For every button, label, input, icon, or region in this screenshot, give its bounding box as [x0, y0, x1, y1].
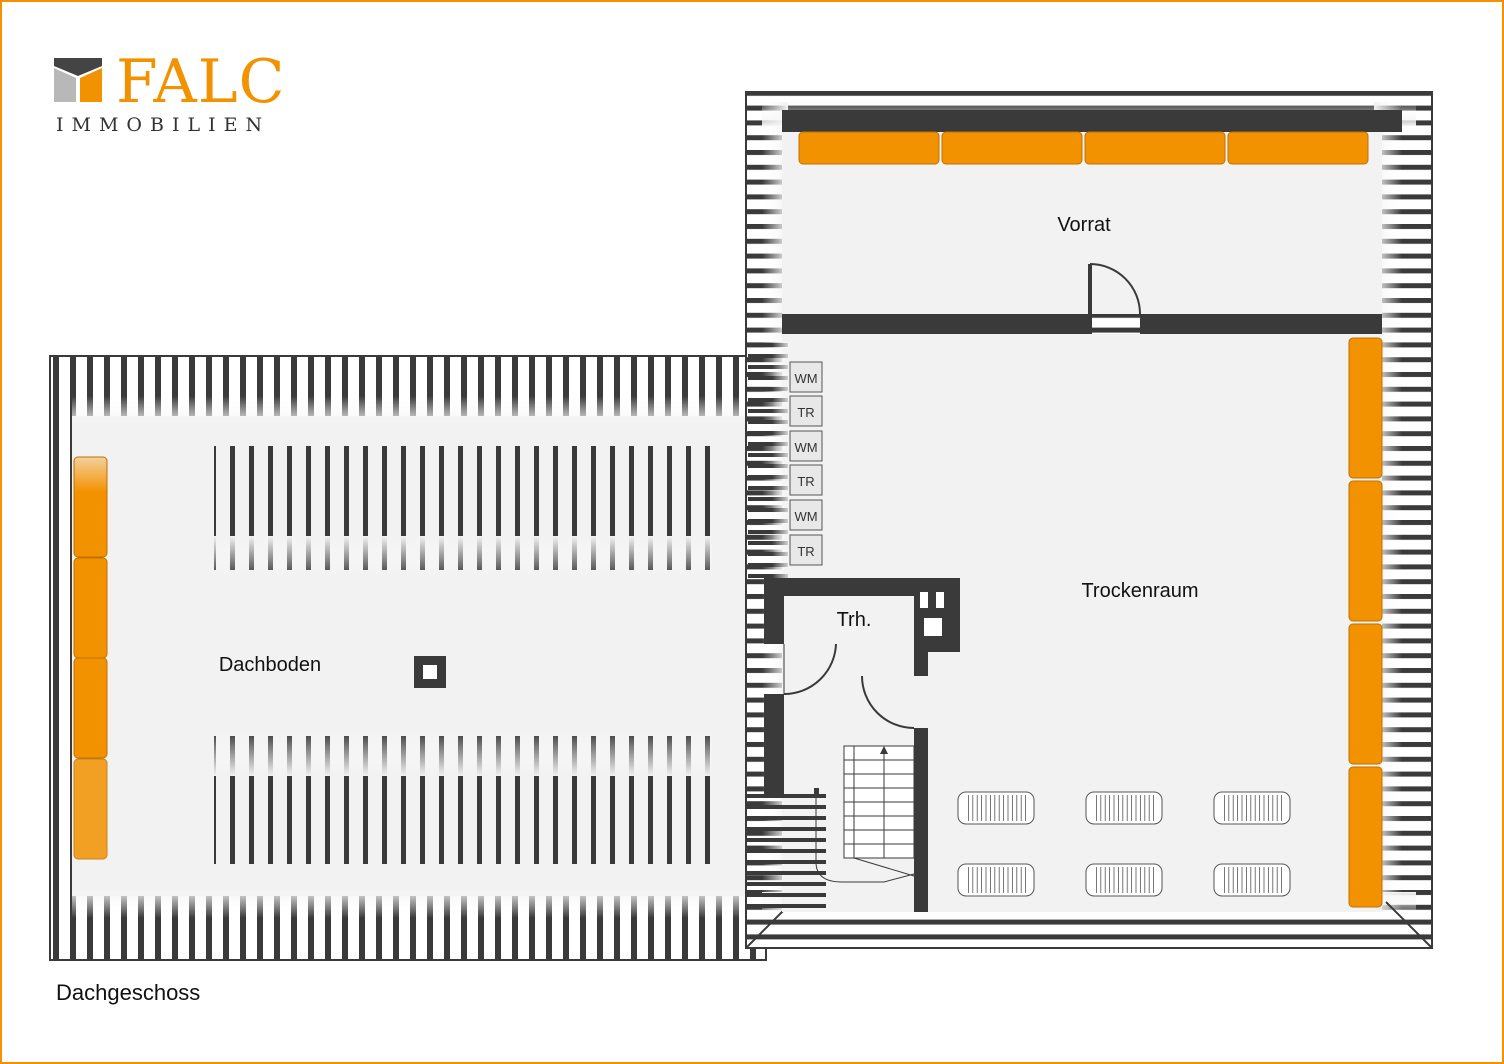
trockenraum-windows	[1348, 337, 1383, 908]
appliance-label: TR	[797, 474, 814, 489]
appliance-box	[789, 499, 823, 531]
falc-logo: FALC IMMOBILIEN	[54, 52, 294, 142]
drying-rack	[1085, 791, 1163, 825]
staircase	[746, 745, 915, 914]
drying-rack	[1085, 863, 1163, 897]
drying-rack	[1213, 791, 1291, 825]
vorrat-windows	[798, 131, 1369, 165]
appliance-box	[789, 464, 823, 496]
drying-rack	[1213, 863, 1291, 897]
logo-subtitle: IMMOBILIEN	[56, 114, 271, 136]
drying-racks	[957, 791, 1291, 897]
appliance-label: WM	[794, 509, 817, 524]
drying-rack	[957, 791, 1035, 825]
falc-logo-mark-icon	[54, 58, 102, 102]
appliance-stack: WM TR WM TR WM TR	[789, 361, 823, 566]
appliance-label: WM	[794, 440, 817, 455]
appliance-label: WM	[794, 371, 817, 386]
drying-rack	[957, 863, 1035, 897]
room-label-treppenhaus: Trh.	[837, 609, 872, 631]
room-label-trockenraum: Trockenraum	[1081, 580, 1198, 602]
appliance-label: TR	[797, 544, 814, 559]
room-label-dachboden: Dachboden	[219, 654, 321, 676]
dachboden-windows	[73, 456, 108, 860]
appliance-box	[789, 361, 823, 393]
appliance-box	[789, 430, 823, 462]
room-label-vorrat: Vorrat	[1057, 214, 1111, 236]
appliance-box	[789, 534, 823, 566]
appliance-box	[789, 395, 823, 427]
appliance-label: TR	[797, 405, 814, 420]
roof-dachboden	[49, 355, 767, 961]
floor-name: Dachgeschoss	[56, 980, 201, 1005]
logo-wordmark: FALC	[116, 47, 286, 117]
